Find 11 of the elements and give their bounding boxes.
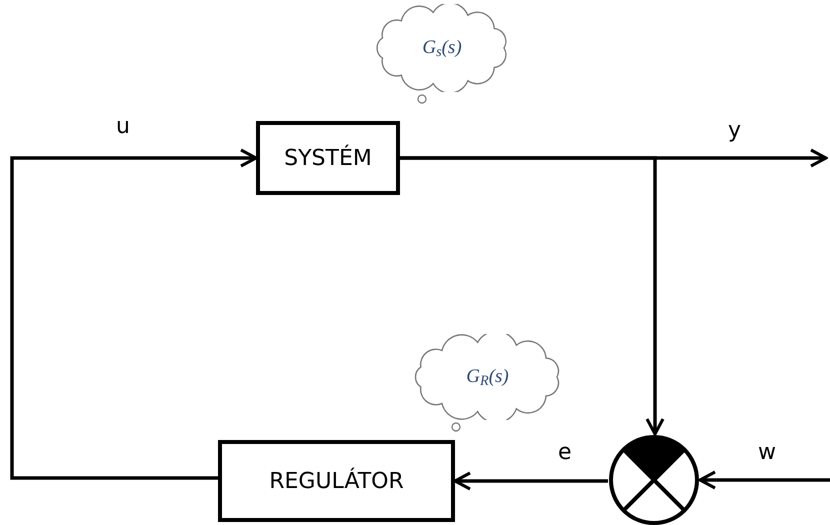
- block-label: REGULÁTOR: [269, 466, 404, 496]
- block-label: SYSTÉM: [284, 144, 372, 172]
- signal-arrow: [400, 156, 664, 436]
- signal-arrow: [454, 472, 608, 490]
- summing-junction: [608, 434, 700, 525]
- block: [218, 440, 455, 522]
- transfer-function: G$_{R}$(s): [466, 364, 509, 392]
- signal-arrow: [10, 148, 258, 480]
- signal-arrow: [698, 470, 830, 490]
- block: [256, 121, 400, 195]
- transfer-function: G$_{s}$(s): [422, 36, 462, 62]
